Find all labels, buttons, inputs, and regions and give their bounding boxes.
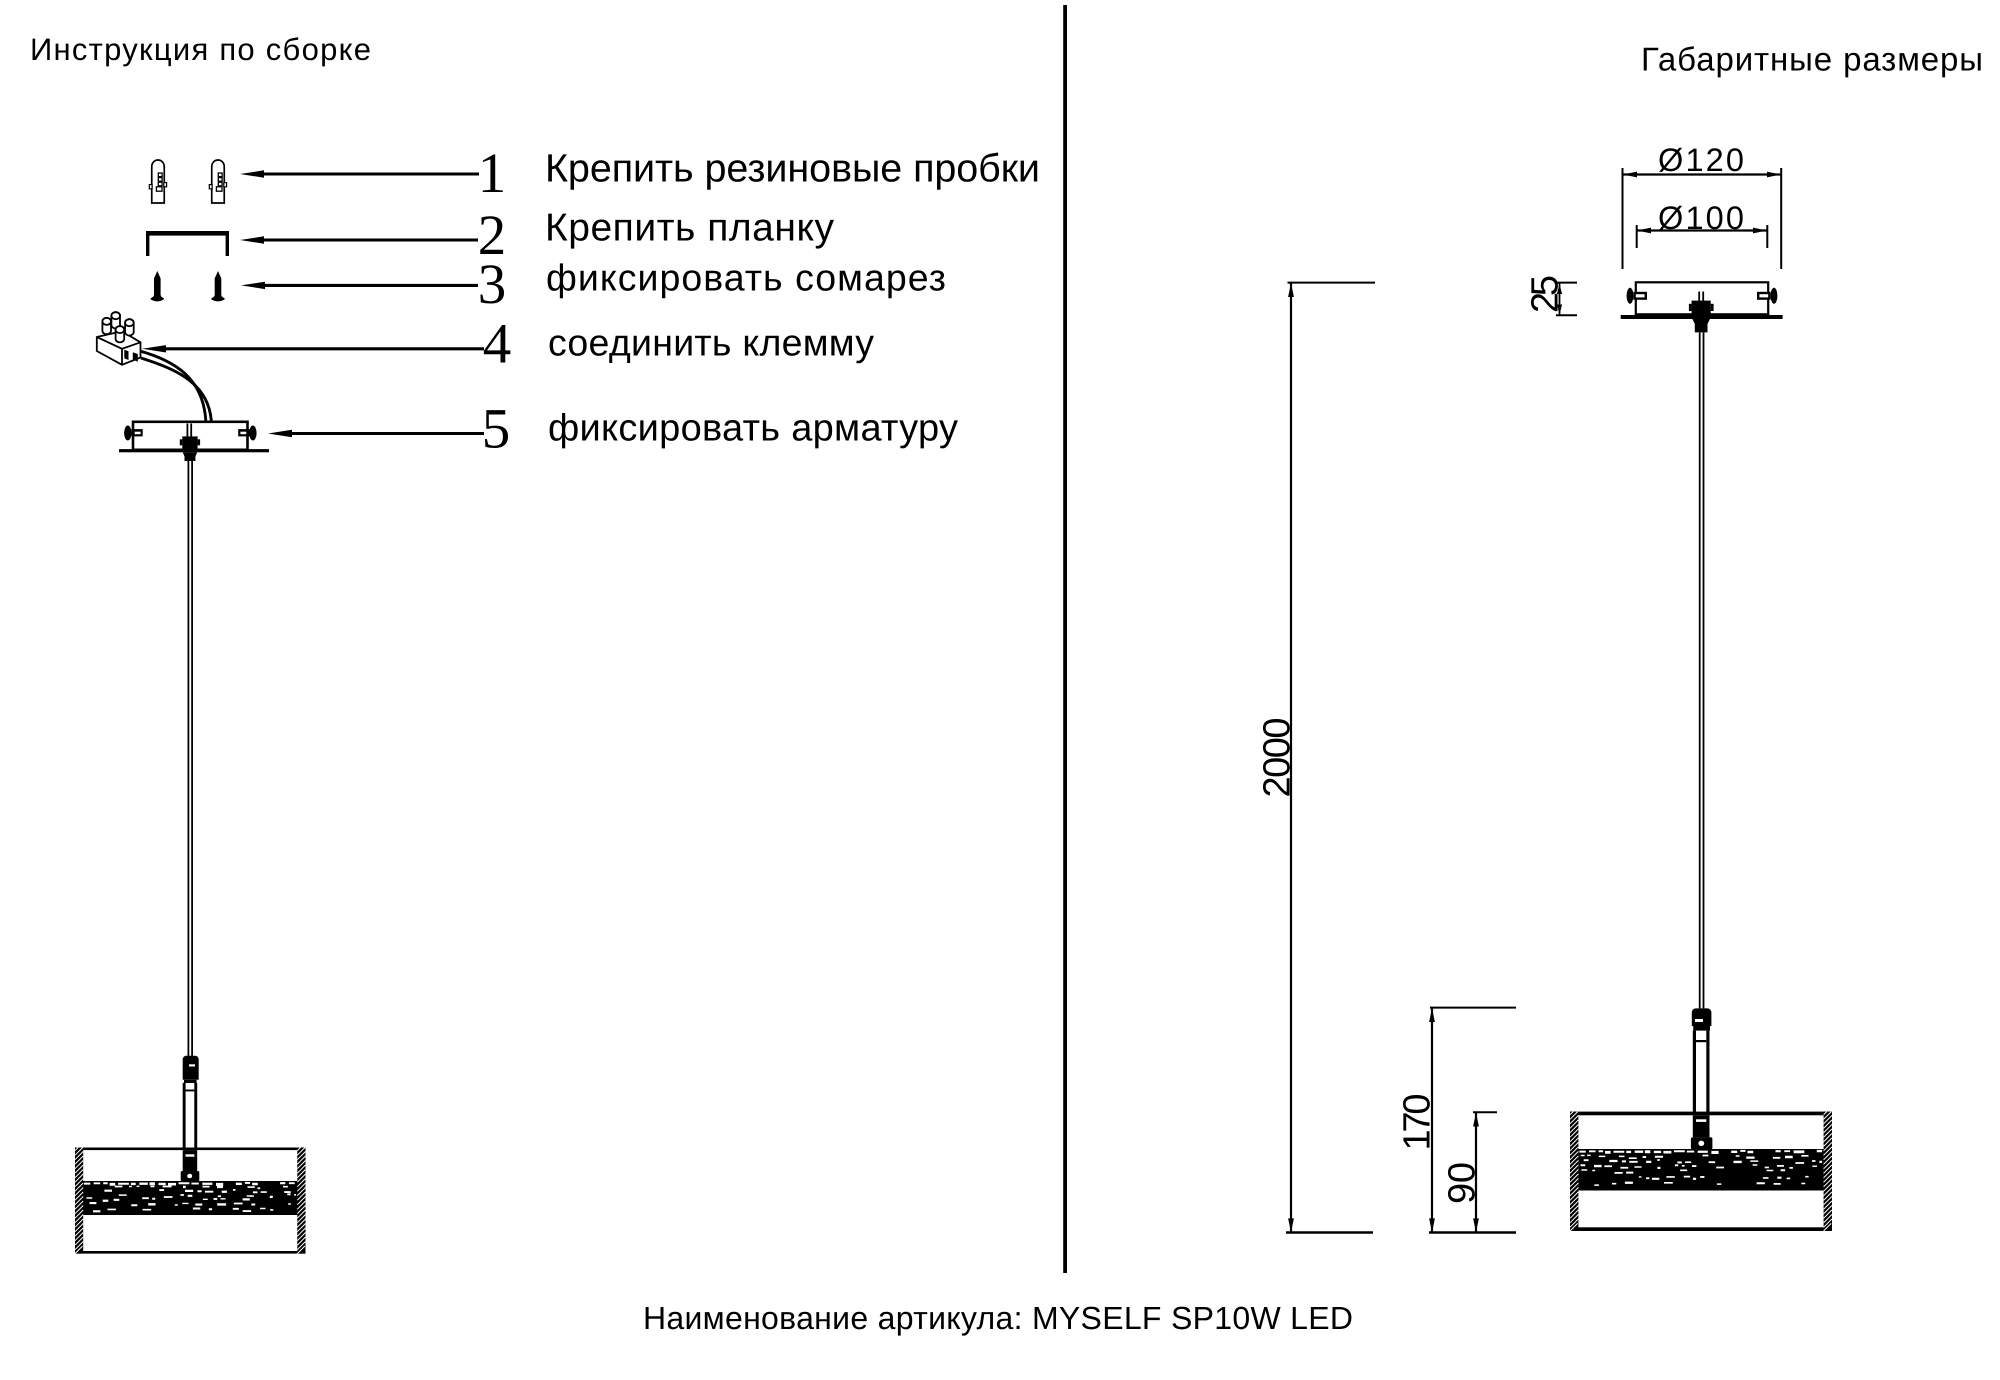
svg-text:2: 2 [478,204,507,267]
svg-text:4: 4 [483,313,512,376]
svg-text:Крепить резиновые пробки: Крепить резиновые пробки [545,147,1040,191]
svg-text:Инструкция по сборке: Инструкция по сборке [30,32,371,67]
svg-text:Наименование артикула: MYSELF: Наименование артикула: MYSELF SP10W LED [643,1300,1353,1336]
svg-text:1: 1 [478,142,507,205]
svg-text:Крепить планку: Крепить планку [545,207,835,250]
svg-text:2000: 2000 [1257,718,1299,798]
svg-text:соединить клемму: соединить клемму [548,322,874,364]
svg-text:Габаритные размеры: Габаритные размеры [1641,41,1983,78]
svg-text:90: 90 [1442,1162,1484,1204]
svg-text:5: 5 [482,398,511,461]
svg-text:фиксировать сомарез: фиксировать сомарез [546,257,946,299]
svg-text:Ø120: Ø120 [1658,142,1744,178]
svg-text:фиксировать арматуру: фиксировать арматуру [548,408,958,450]
svg-text:3: 3 [478,253,507,316]
